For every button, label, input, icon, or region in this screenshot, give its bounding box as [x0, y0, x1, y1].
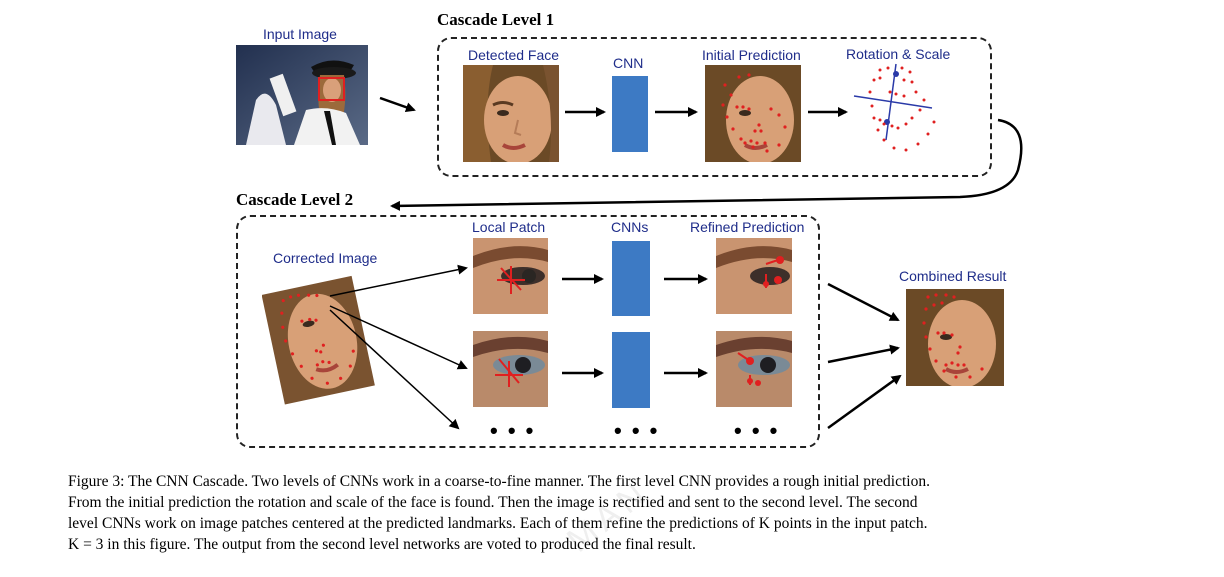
arrow-corrected-to-patch2: [329, 305, 468, 370]
caption-line-2: From the initial prediction the rotation…: [68, 494, 918, 511]
caption-line-1: Figure 3: The CNN Cascade. Two levels of…: [68, 473, 930, 490]
arrow-corrected-to-patch1: [329, 264, 468, 297]
level1-title: Cascade Level 1: [437, 10, 555, 29]
detected-face-label: Detected Face: [468, 47, 560, 63]
local-patch-1: [473, 238, 548, 314]
cnn-label: CNN: [613, 55, 644, 71]
initial-prediction-image: [705, 65, 801, 162]
rotation-scale-label: Rotation & Scale: [846, 46, 951, 62]
refined-prediction-label: Refined Prediction: [690, 219, 805, 235]
arrows-layer: [329, 96, 1023, 430]
cnn-block-row2: [612, 332, 650, 408]
arrow-input-to-detected: [379, 96, 416, 113]
level1-box: [437, 37, 992, 177]
caption-line-3: level CNNs work on image patches centere…: [68, 515, 928, 532]
arrow-corrected-to-patch3: [329, 309, 460, 430]
level2-box: [236, 215, 820, 448]
combined-result-image: [906, 289, 1004, 386]
cnn-block-row1: [612, 241, 650, 316]
combined-result-label: Combined Result: [899, 268, 1007, 284]
local-patch-label: Local Patch: [472, 219, 546, 235]
arrow-level1-to-level2: [390, 118, 1023, 211]
input-image-label: Input Image: [263, 26, 337, 42]
refined-patch-1: [716, 238, 792, 314]
caption-line-4: K = 3 in this figure. The output from th…: [68, 536, 696, 553]
arrow-refined1-to-combined: [827, 282, 900, 322]
figure-caption: Figure 3: The CNN Cascade. Two levels of…: [68, 471, 1188, 555]
rotation-scale-diagram: [850, 62, 950, 162]
arrow-refined3-to-combined: [827, 374, 902, 430]
detected-face-image: [463, 65, 559, 162]
corrected-image: [261, 272, 376, 406]
cnns-label: CNNs: [611, 219, 649, 235]
cnn-block-level1: [612, 76, 648, 152]
corrected-image-label: Corrected Image: [273, 250, 378, 266]
local-patch-2: [473, 331, 548, 407]
ellipsis-refined: • • •: [734, 418, 780, 443]
input-image: [236, 45, 368, 145]
level2-title: Cascade Level 2: [236, 190, 354, 209]
arrow-refined2-to-combined: [827, 344, 900, 364]
initial-prediction-label: Initial Prediction: [702, 47, 801, 63]
refined-patch-2: [716, 331, 792, 407]
ellipsis-cnns: • • •: [614, 418, 660, 443]
ellipsis-local-patch: • • •: [490, 418, 536, 443]
